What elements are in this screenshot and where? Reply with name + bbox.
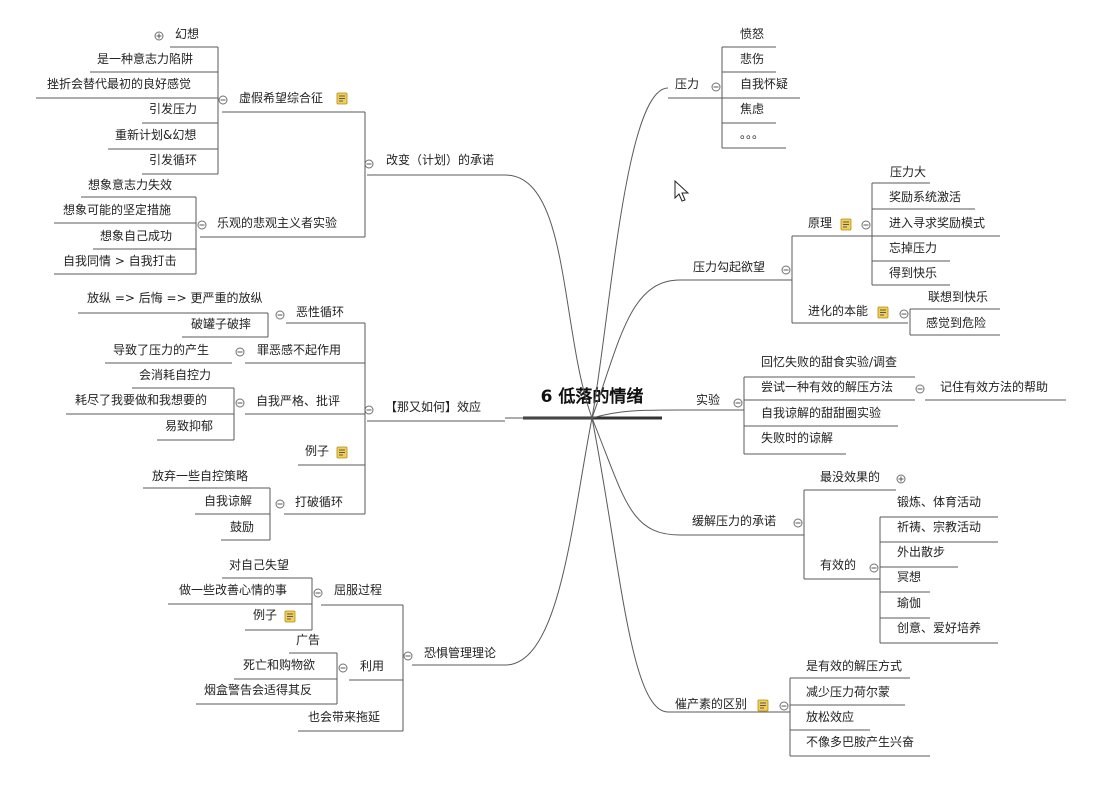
node-guilt[interactable]: 罪恶感不起作用 (257, 342, 341, 357)
node-false-hope[interactable]: 虚假希望综合征 (217, 47, 365, 174)
leaf-sweet-experiment[interactable]: 回忆失败的甜食实验/调查 (761, 354, 897, 369)
branch-terror-management[interactable]: 恐惧管理理论 屈服过程 对自己失望 做一些改善心情的事 例子 利用 广告 死亡和… (168, 557, 505, 732)
leaf-reduce-hormone[interactable]: 减少压力荷尔蒙 (806, 684, 890, 699)
svg-text:乐观的悲观主义者实验: 乐观的悲观主义者实验 (217, 215, 337, 230)
branch-experiment[interactable]: 实验 回忆失败的甜食实验/调查 尝试一种有效的解压方法 记住有效方法的帮助 自我… (680, 354, 1066, 455)
leaf-cause-pressure[interactable]: 导致了压力的产生 (113, 342, 209, 357)
leaf-not-dopamine[interactable]: 不像多巴胺产生兴奋 (806, 735, 914, 749)
leaf-effective-relief[interactable]: 是有效的解压方式 (806, 658, 902, 673)
branch-what-the-hell[interactable]: 【那又如何】效应 恶性循环 放纵 => 后悔 => 更严重的放纵 破罐子破摔 罪… (66, 290, 505, 541)
node-pressure[interactable]: 压力 (675, 77, 699, 91)
leaf-depression[interactable]: 易致抑郁 (165, 418, 213, 433)
leaf-replan[interactable]: 重新计划&幻想 (115, 127, 196, 142)
note-icon[interactable] (336, 92, 348, 105)
branch-relief[interactable]: 缓解压力的承诺 最没效果的 有效的 锻炼、体育活动 祈祷、宗教活动 外出散步 冥… (680, 469, 998, 644)
note-icon[interactable] (336, 446, 348, 459)
leaf-anxiety[interactable]: 焦虑 (740, 102, 764, 116)
leaf-give-up[interactable]: 破罐子破摔 (191, 316, 251, 331)
node-optimistic-pessimist[interactable]: 乐观的悲观主义者实验 (195, 197, 365, 274)
node-relief[interactable]: 缓解压力的承诺 (692, 513, 776, 528)
node-terror[interactable]: 恐惧管理理论 (424, 645, 496, 660)
leaf-encourage[interactable]: 鼓励 (230, 520, 254, 534)
node-example[interactable]: 例子 (305, 444, 329, 458)
leaf-get-happy[interactable]: 得到快乐 (889, 265, 937, 280)
note-icon[interactable] (284, 610, 296, 623)
node-self-criticism[interactable]: 自我严格、批评 (256, 393, 340, 408)
leaf-anger[interactable]: 愤怒 (740, 26, 764, 41)
branch-oxytocin[interactable]: 催产素的区别 是有效的解压方式 减少压力荷尔蒙 放松效应 不像多巴胺产生兴奋 (668, 658, 930, 757)
node-oxytocin[interactable]: 催产素的区别 (675, 696, 747, 711)
leaf-prayer[interactable]: 祈祷、宗教活动 (897, 519, 981, 534)
node-stress-desire[interactable]: 压力勾起欲望 (693, 260, 765, 274)
leaf-imagine-success[interactable]: 想象自己成功 (100, 228, 172, 243)
leaf-abandon-strategies[interactable]: 放弃一些自控策略 (152, 468, 248, 483)
branch-pressure[interactable]: 压力 愤怒 悲伤 自我怀疑 焦虑 。。。 (668, 26, 800, 149)
leaf-walk[interactable]: 外出散步 (897, 544, 945, 559)
leaf-meditation[interactable]: 冥想 (897, 569, 921, 584)
leaf-frustration[interactable]: 挫折会替代最初的良好感觉 (47, 76, 191, 91)
leaf-death-shopping[interactable]: 死亡和购物欲 (243, 657, 315, 672)
note-icon[interactable] (840, 218, 852, 231)
leaf-reward-mode[interactable]: 进入寻求奖励模式 (889, 216, 985, 230)
node-instinct[interactable]: 进化的本能 (808, 303, 868, 318)
leaf-exercise[interactable]: 锻炼、体育活动 (897, 494, 981, 509)
branch-stress-desire[interactable]: 压力勾起欲望 原理 压力大 奖励系统激活 进入寻求奖励模式 忘掉压力 得到快乐 … (680, 165, 1000, 336)
leaf-remember-method[interactable]: 记住有效方法的帮助 (940, 379, 1048, 394)
node-vicious-cycle[interactable]: 恶性循环 (296, 305, 344, 319)
note-icon[interactable] (877, 306, 889, 319)
node-commitment[interactable]: 改变（计划）的承诺 (386, 152, 494, 167)
leaf-self-forgive[interactable]: 自我谅解 (204, 493, 252, 508)
node-utilize[interactable]: 利用 (360, 659, 384, 673)
leaf-ads[interactable]: 广告 (296, 633, 320, 647)
leaf-forget-stress[interactable]: 忘掉压力 (889, 240, 937, 255)
leaf-associate-happy[interactable]: 联想到快乐 (928, 289, 988, 304)
node-least-effective[interactable]: 最没效果的 (820, 469, 880, 484)
leaf-cigarette-warning[interactable]: 烟盒警告会适得其反 (204, 682, 312, 697)
leaf-sense-danger[interactable]: 感觉到危险 (926, 315, 986, 330)
leaf-imagine-fail[interactable]: 想象意志力失效 (88, 177, 172, 192)
leaf-sadness[interactable]: 悲伤 (740, 51, 764, 66)
node-what-the-hell[interactable]: 【那又如何】效应 (385, 399, 481, 414)
node-experiment[interactable]: 实验 (696, 392, 720, 407)
leaf-self-compassion[interactable]: 自我同情 > 自我打击 (63, 254, 177, 268)
leaf-cause-stress[interactable]: 引发压力 (149, 101, 197, 116)
leaf-yoga[interactable]: 瑜伽 (897, 595, 921, 610)
main-connectors (504, 87, 681, 713)
leaf-disappointed[interactable]: 对自己失望 (229, 557, 289, 572)
central-topic-label: 6 低落的情绪 (541, 386, 644, 407)
note-icon[interactable] (757, 699, 769, 712)
leaf-submission-example[interactable]: 例子 (253, 608, 277, 622)
leaf-relax-effect[interactable]: 放松效应 (806, 709, 854, 724)
branch-commitment[interactable]: 改变（计划）的承诺 虚假希望综合征 幻想 是一种意志力陷阱 挫折会替代最初的良好… (36, 26, 505, 275)
leaf-imagine-measures[interactable]: 想象可能的坚定措施 (63, 202, 171, 217)
leaf-consume-willpower[interactable]: 会消耗自控力 (139, 368, 211, 382)
leaf-high-stress[interactable]: 压力大 (890, 165, 926, 179)
leaf-try-method[interactable]: 尝试一种有效的解压方法 (761, 379, 893, 394)
node-effective[interactable]: 有效的 (820, 557, 856, 572)
leaf-improve-mood[interactable]: 做一些改善心情的事 (179, 582, 287, 597)
leaf-donut-experiment[interactable]: 自我谅解的甜甜圈实验 (761, 405, 881, 420)
mouse-cursor-icon (674, 179, 690, 202)
leaf-etc[interactable]: 。。。 (740, 127, 764, 141)
leaf-fantasy[interactable]: 幻想 (175, 26, 199, 41)
leaf-reward-activate[interactable]: 奖励系统激活 (889, 190, 961, 204)
leaf-self-doubt[interactable]: 自我怀疑 (740, 76, 788, 91)
svg-text:虚假希望综合征: 虚假希望综合征 (239, 90, 323, 105)
leaf-indulge-regret[interactable]: 放纵 => 后悔 => 更严重的放纵 (87, 290, 262, 305)
node-principle[interactable]: 原理 (808, 216, 832, 230)
node-break-cycle[interactable]: 打破循环 (295, 494, 343, 509)
leaf-forgive-fail[interactable]: 失败时的谅解 (761, 430, 833, 445)
node-submission[interactable]: 屈服过程 (334, 582, 382, 597)
leaf-cause-cycle[interactable]: 引发循环 (149, 152, 197, 167)
leaf-willpower-trap[interactable]: 是一种意志力陷阱 (97, 51, 193, 66)
node-procrastination[interactable]: 也会带来拖延 (308, 710, 380, 724)
leaf-creativity[interactable]: 创意、爱好培养 (897, 620, 981, 635)
leaf-exhaust[interactable]: 耗尽了我要做和我想要的 (75, 392, 207, 407)
